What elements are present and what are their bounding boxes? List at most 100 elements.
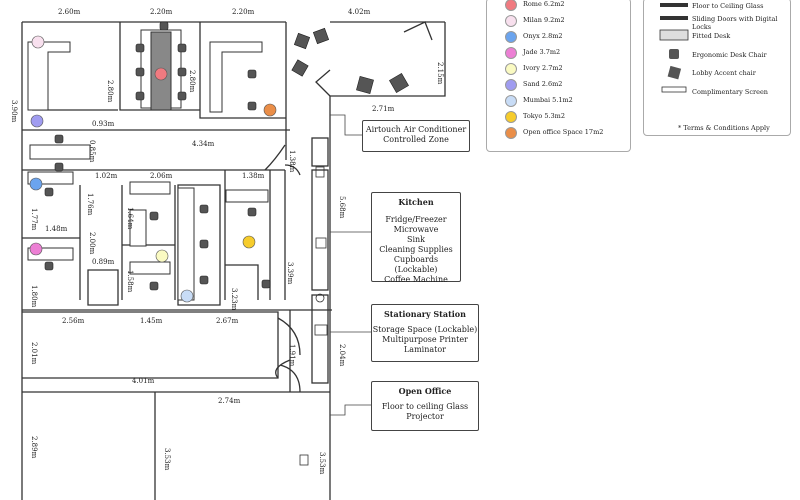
symbol-label: Floor to Ceiling Glass [692, 2, 764, 10]
legend-label: Milan 9.2m2 [523, 16, 565, 24]
kitchen-item: Cupboards (Lockable) [393, 255, 439, 274]
room-marker-milan [31, 35, 45, 49]
room-marker-tokyo [242, 235, 256, 249]
floor-glass-icon [660, 3, 688, 7]
open-office-item: Floor to ceiling Glass [381, 402, 469, 411]
room-marker-mumbai [180, 289, 194, 303]
stationary-item: Storage Space (Lockable) [372, 325, 478, 334]
legend-swatch [505, 111, 517, 123]
legend-label: Onyx 2.8m2 [523, 32, 563, 40]
dim-r4: 0.93m [92, 120, 115, 128]
dim-r22: 5.68m [338, 196, 346, 219]
room-marker-open-office-space [263, 103, 277, 117]
dim-r6: 4.34m [192, 140, 215, 148]
dim-r15: 1.48m [45, 225, 68, 233]
screen-icon [661, 86, 687, 93]
dim-r29: 4.01m [132, 377, 155, 385]
dim-r13: 1.64m [126, 207, 134, 230]
legend-label: Ivory 2.7m2 [523, 64, 563, 72]
symbol-legend: Floor to Ceiling Glass Sliding Doors wit… [643, 0, 791, 136]
fitted-desk-icon [659, 29, 689, 41]
kitchen-item: Coffee Machine [384, 275, 448, 284]
dim-r14: 1.77m [30, 208, 38, 231]
dim-r12: 1.76m [86, 193, 94, 216]
dim-top-3: 2.20m [232, 8, 255, 16]
dim-r30: 2.74m [218, 397, 241, 405]
dim-r20: 3.23m [230, 288, 238, 311]
legend-swatch [505, 0, 517, 11]
open-office-callout: Open Office Floor to ceiling Glass Proje… [371, 381, 479, 431]
symbol-label: Sliding Doors with Digital Locks [692, 15, 778, 31]
dim-r26: 2.01m [30, 342, 38, 365]
open-office-item: Projector [406, 412, 444, 421]
dim-r8: 1.38m [288, 150, 296, 173]
aircon-line-1: Airtouch Air Conditioner [365, 125, 467, 134]
dim-r3: 2.15m [436, 62, 444, 85]
dim-r28: 2.04m [338, 344, 346, 367]
dim-r31: 2.89m [30, 436, 38, 459]
terms-note: * Terms & Conditions Apply [678, 124, 770, 132]
legend-label: Tokyo 5.3m2 [523, 112, 565, 120]
dim-r27: 1.91m [288, 344, 296, 367]
kitchen-title: Kitchen [398, 197, 434, 207]
symbol-label: Lobby Accent chair [692, 69, 756, 77]
kitchen-item: Cleaning Supplies [379, 245, 453, 254]
room-marker-rome [154, 67, 168, 81]
legend-swatch [505, 95, 517, 107]
desk-chair-icon [669, 49, 679, 59]
legend-label: Mumbai 5.1m2 [523, 96, 573, 104]
room-marker-jade [29, 242, 43, 256]
stationary-callout: Stationary Station Storage Space (Lockab… [371, 304, 479, 362]
legend-label: Open office Space 17m2 [523, 128, 604, 136]
dim-r18: 1.58m [126, 270, 134, 293]
dim-r7: 2.71m [372, 105, 395, 113]
legend-label: Sand 2.6m2 [523, 80, 563, 88]
room-markers [29, 35, 277, 303]
dim-r24: 1.45m [140, 317, 163, 325]
dim-r11: 1.38m [242, 172, 265, 180]
dim-left: 3.90m [10, 100, 18, 123]
sliding-door-icon [660, 16, 688, 20]
kitchen-item: Fridge/Freezer [385, 215, 447, 224]
symbol-icons [659, 3, 689, 93]
legend-label: Rome 6.2m2 [523, 0, 565, 8]
dim-r21: 3.39m [286, 262, 294, 285]
room-marker-ivory [155, 249, 169, 263]
kitchen-callout: Kitchen Fridge/Freezer Microwave Sink Cl… [371, 192, 461, 284]
dim-top-1: 2.60m [58, 8, 81, 16]
dim-r10: 2.06m [150, 172, 173, 180]
dim-r9: 1.02m [95, 172, 118, 180]
dim-top-2: 2.20m [150, 8, 173, 16]
legend-swatch [505, 31, 517, 43]
dim-top-4: 4.02m [348, 8, 371, 16]
legend-label: Jade 3.7m2 [523, 48, 561, 56]
dim-r23: 2.56m [62, 317, 85, 325]
stationary-item: Multipurpose Printer [382, 335, 468, 344]
legend-swatch [505, 47, 517, 59]
legend-swatch [505, 15, 517, 27]
symbol-label: Ergonomic Desk Chair [692, 51, 767, 59]
dim-r32: 3.53m [163, 448, 171, 471]
legend-swatch [505, 63, 517, 75]
accent-chair-icon [667, 65, 682, 80]
kitchen-item: Sink [406, 235, 426, 244]
dim-r33: 3.53m [318, 452, 326, 475]
dim-r2: 2.80m [188, 70, 196, 93]
stationary-title: Stationary Station [384, 309, 466, 319]
legend-swatch [505, 79, 517, 91]
legend-swatch [505, 127, 517, 139]
room-marker-sand [30, 114, 44, 128]
dim-r16: 2.00m [88, 232, 96, 255]
room-marker-onyx [29, 177, 43, 191]
open-office-title: Open Office [398, 386, 452, 396]
aircon-line-2: Controlled Zone [383, 135, 449, 144]
aircon-callout: Airtouch Air Conditioner Controlled Zone [362, 120, 470, 152]
dim-r19: 1.80m [30, 285, 38, 308]
symbol-label: Fitted Desk [692, 32, 731, 40]
symbol-label: Complimentary Screen [692, 88, 768, 96]
stationary-item: Laminator [403, 345, 446, 354]
dim-r17: 0.89m [92, 258, 115, 266]
dim-r5: 0.85m [88, 140, 96, 163]
